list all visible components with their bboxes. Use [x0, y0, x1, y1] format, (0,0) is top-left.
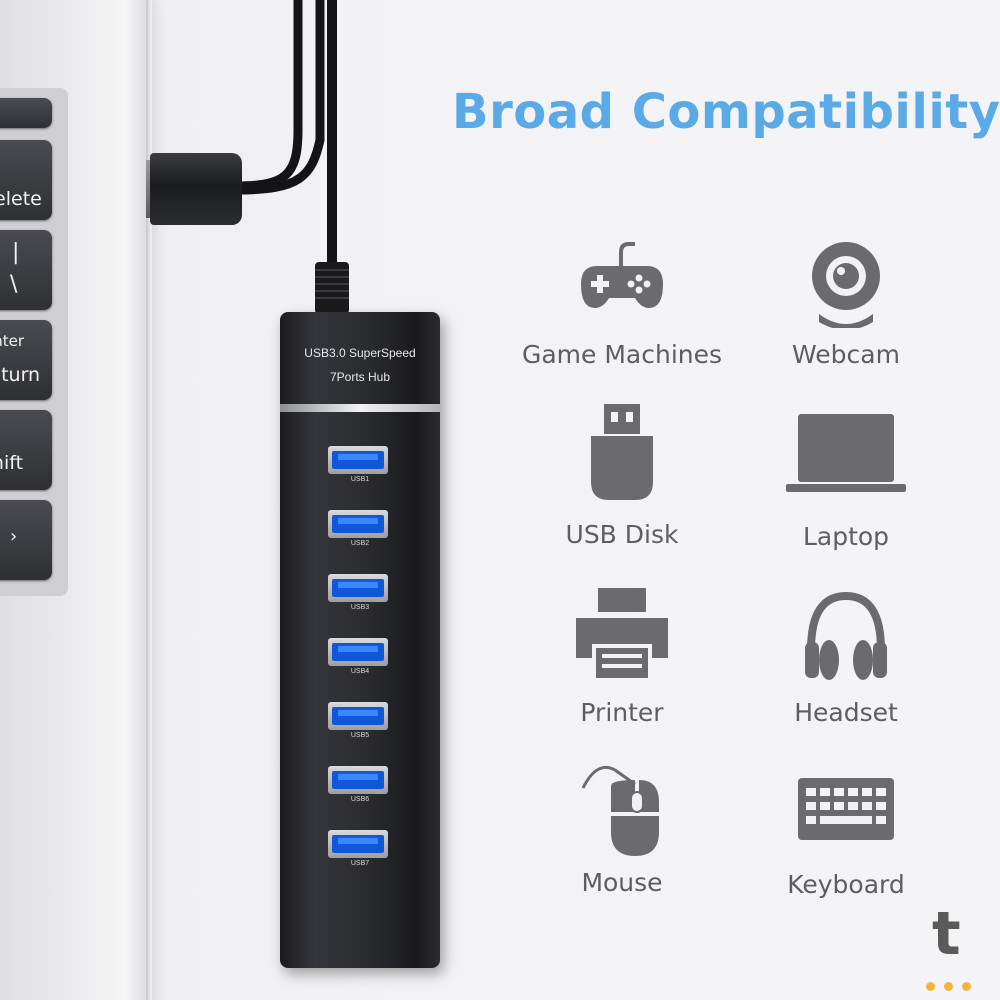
hub-label-line1: USB3.0 SuperSpeed — [304, 346, 416, 360]
headline: Broad Compatibility — [452, 84, 1000, 140]
keyboard-icon — [798, 778, 894, 840]
usb-port — [328, 702, 388, 730]
key-label: return — [0, 364, 41, 386]
printer-icon — [576, 588, 668, 678]
watermark-logo: t — [922, 904, 986, 992]
usb-port-label: USB2 — [350, 540, 370, 547]
usb-port — [328, 766, 388, 794]
key-label: delete — [0, 188, 42, 210]
device-label: Headset — [794, 698, 898, 727]
usb-plug — [150, 153, 242, 225]
laptop-key-shift: shift — [0, 410, 52, 490]
key-label: shift — [0, 452, 24, 474]
device-printer: Printer — [560, 584, 684, 727]
usb-port — [328, 574, 388, 602]
device-label: Printer — [580, 698, 664, 727]
device-laptop: Laptop — [770, 410, 922, 551]
usb-port — [328, 830, 388, 858]
hub-label-line2: 7Ports Hub — [329, 370, 391, 384]
laptop-key-backslash: | \ — [0, 230, 52, 310]
usb-port-label: USB6 — [350, 796, 370, 803]
usb-port — [328, 446, 388, 474]
mouse-icon — [581, 765, 659, 856]
device-usb-disk: USB Disk — [520, 402, 724, 549]
hub-silver-band — [280, 404, 440, 412]
watermark-dot — [926, 982, 935, 991]
webcam-icon — [812, 242, 880, 328]
key-label: › — [10, 526, 18, 547]
key-label: | — [12, 240, 20, 265]
usb-port-label: USB7 — [350, 860, 370, 867]
watermark-dot — [962, 982, 971, 991]
watermark-dot — [944, 982, 953, 991]
laptop-key-return: enter return — [0, 320, 52, 400]
laptop-icon — [786, 414, 906, 492]
usb-port-label: USB4 — [350, 668, 370, 675]
usb-port-label: USB3 — [350, 604, 370, 611]
laptop-edge — [146, 0, 152, 1000]
usb-disk-icon — [591, 404, 653, 500]
usb-port — [328, 510, 388, 538]
key-label: enter — [0, 332, 25, 350]
device-label: Keyboard — [787, 870, 905, 899]
device-label: Game Machines — [521, 340, 723, 369]
usb-port-label: USB1 — [350, 476, 370, 483]
device-label: USB Disk — [565, 520, 679, 549]
usb-port-label: USB5 — [350, 732, 370, 739]
device-label: Laptop — [802, 522, 890, 551]
headset-icon — [805, 591, 887, 680]
device-webcam: Webcam — [756, 238, 936, 369]
gamepad-icon — [581, 242, 663, 308]
device-label: Mouse — [581, 868, 663, 897]
device-headset: Headset — [780, 590, 912, 727]
usb-port — [328, 638, 388, 666]
watermark-letter: t — [932, 899, 961, 969]
device-keyboard: Keyboard — [776, 776, 916, 899]
device-label: Webcam — [792, 340, 900, 369]
laptop-key-delete: delete — [0, 140, 52, 220]
laptop-keyboard: delete | \ enter return shift › — [0, 88, 68, 596]
key-label: \ — [10, 272, 18, 297]
device-mouse: Mouse — [560, 762, 684, 897]
laptop-key — [0, 98, 52, 128]
laptop-key-arrow: › — [0, 500, 52, 580]
usb-hub: USB3.0 SuperSpeed 7Ports Hub USB1 USB2 U… — [280, 312, 440, 968]
device-game-machines: Game Machines — [500, 226, 744, 369]
